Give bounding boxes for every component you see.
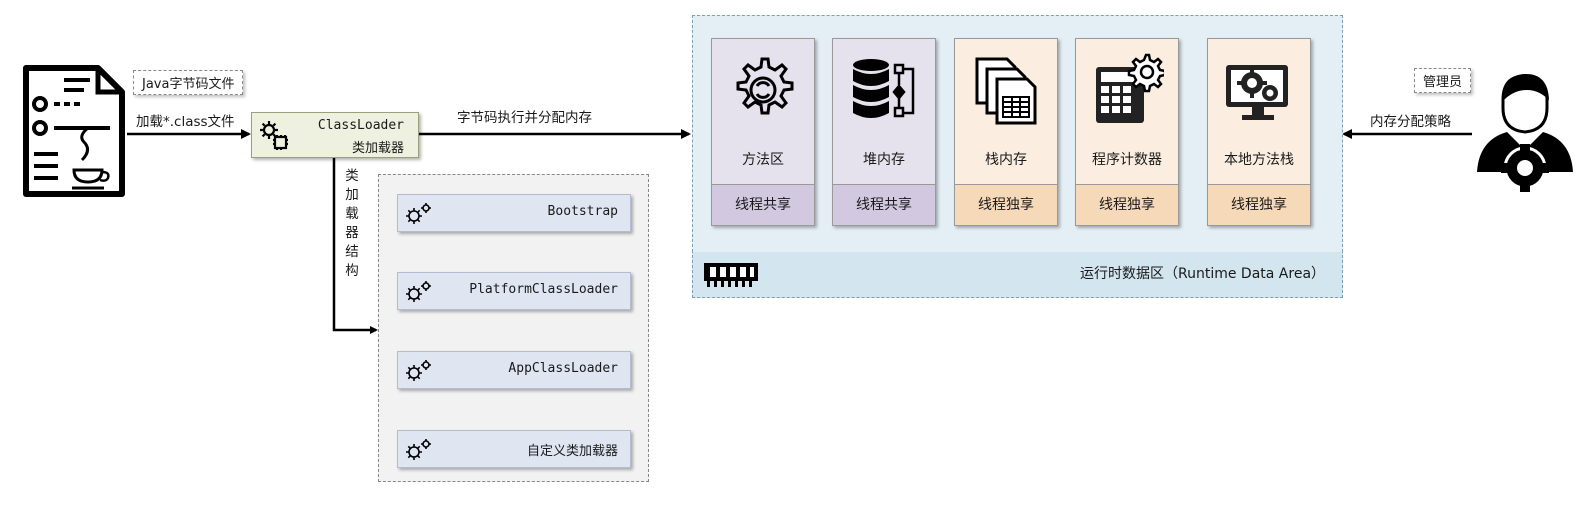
- loader-label: PlatformClassLoader: [469, 282, 618, 297]
- policy-edge-label: 内存分配策略: [1370, 114, 1451, 130]
- block-scope: 线程共享: [712, 184, 814, 225]
- gears-icon: [406, 203, 431, 224]
- manager-callout: 管理员: [1414, 68, 1472, 93]
- native-stack-block[interactable]: 本地方法栈 线程独享: [1207, 38, 1311, 226]
- exec-edge-label: 字节码执行并分配内存: [457, 110, 592, 126]
- structure-label: 类加载器结构: [343, 167, 361, 281]
- block-title: 程序计数器: [1092, 152, 1162, 168]
- program-counter-block[interactable]: 程序计数器 线程独享: [1075, 38, 1179, 226]
- gears-icon: [406, 281, 431, 302]
- gears-icon: [406, 439, 431, 460]
- block-scope: 线程独享: [1208, 184, 1310, 225]
- block-title: 方法区: [742, 152, 784, 168]
- calculator-gear-icon: [1096, 53, 1164, 123]
- runtime-area-label: 运行时数据区（Runtime Data Area）: [1080, 266, 1326, 282]
- block-scope: 线程独享: [1076, 184, 1178, 225]
- structure-arrow: [332, 157, 378, 334]
- java-file-callout: Java字节码文件: [133, 70, 244, 95]
- gear-cycle-icon: [736, 57, 794, 115]
- classloader-title: ClassLoader: [317, 118, 404, 133]
- block-title: 栈内存: [985, 152, 1027, 168]
- stacked-sheets-icon: [975, 57, 1037, 125]
- stack-block[interactable]: 栈内存 线程独享: [954, 38, 1058, 226]
- heap-block[interactable]: 堆内存 线程共享: [832, 38, 936, 226]
- monitor-gears-icon: [1226, 65, 1288, 120]
- loader-label: AppClassLoader: [508, 361, 618, 376]
- java-file-icon: [23, 65, 125, 197]
- block-title: 堆内存: [863, 152, 905, 168]
- gears-icon: [406, 360, 431, 381]
- block-scope: 线程共享: [833, 184, 935, 225]
- block-scope: 线程独享: [955, 184, 1057, 225]
- admin-gear-person-icon: [1477, 74, 1573, 192]
- gears-chip-icon: [260, 121, 288, 150]
- classloader-box[interactable]: ClassLoader 类加载器: [251, 112, 419, 158]
- memory-chip-icon: [704, 263, 758, 287]
- loader-platform[interactable]: PlatformClassLoader: [397, 272, 631, 310]
- loader-app[interactable]: AppClassLoader: [397, 351, 631, 389]
- loader-label: Bootstrap: [547, 204, 618, 219]
- block-title: 本地方法栈: [1224, 152, 1294, 168]
- structure-label-text: 类加载器结构: [345, 168, 359, 279]
- database-flow-icon: [853, 59, 915, 118]
- method-area-block[interactable]: 方法区 线程共享: [711, 38, 815, 226]
- loader-bootstrap[interactable]: Bootstrap: [397, 194, 631, 232]
- classloader-subtitle: 类加载器: [351, 141, 404, 156]
- loader-custom[interactable]: 自定义类加载器: [397, 430, 631, 468]
- loader-label: 自定义类加载器: [526, 444, 618, 459]
- load-edge-label: 加载*.class文件: [136, 114, 235, 130]
